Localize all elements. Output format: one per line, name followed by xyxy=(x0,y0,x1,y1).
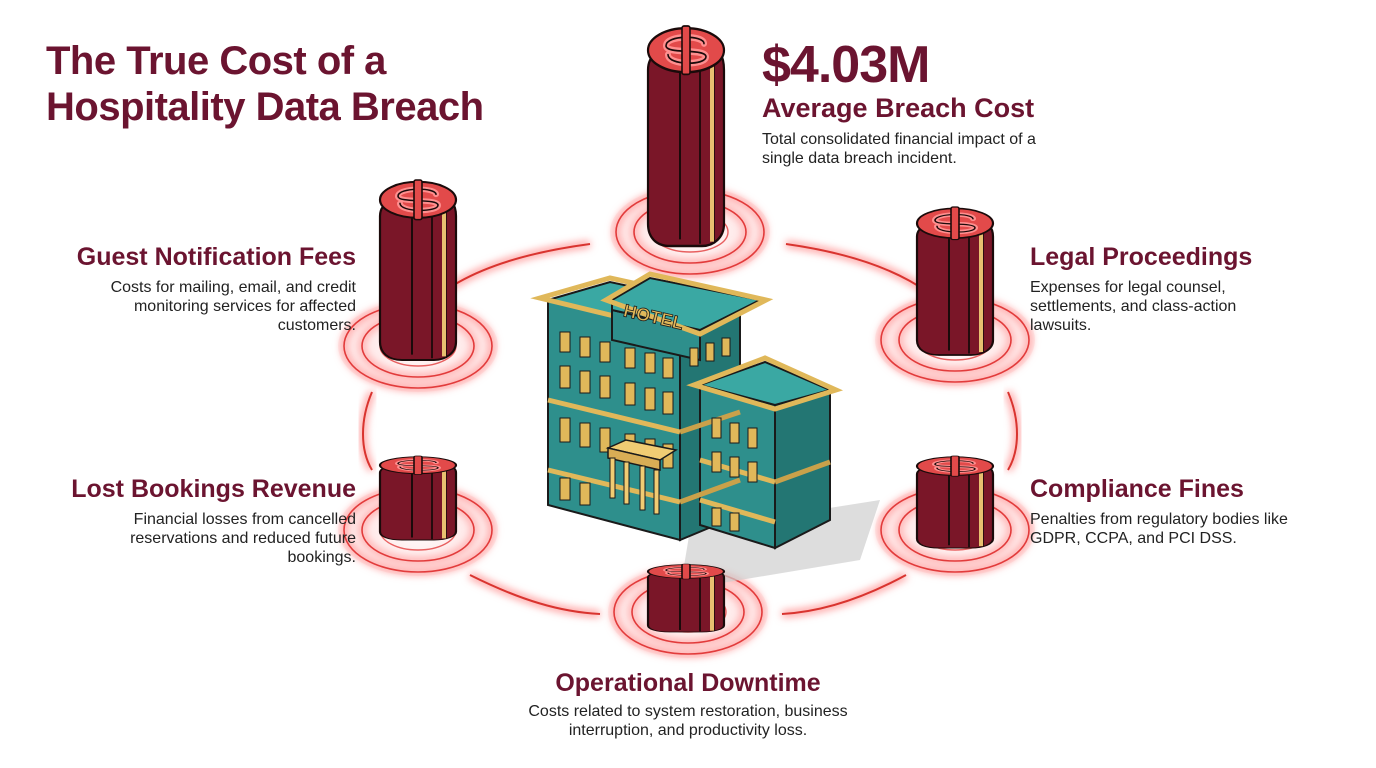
dollar-symbol-icon xyxy=(380,456,456,540)
hotel-building-icon: HOTEL xyxy=(530,271,880,590)
cost-item-operational-downtime: Operational Downtime Costs related to sy… xyxy=(498,668,878,740)
cost-item-description: Expenses for legal counsel, settlements,… xyxy=(1030,279,1237,334)
dollar-symbol-icon xyxy=(917,456,993,548)
page-title: The True Cost of a Hospitality Data Brea… xyxy=(46,39,484,129)
cost-item-description: Costs related to system restoration, bus… xyxy=(528,703,848,739)
average-cost-label: Average Breach Cost xyxy=(762,93,1035,123)
dollar-symbol-icon xyxy=(380,180,456,360)
cost-item-guest-notification: Guest Notification Fees Costs for mailin… xyxy=(60,242,356,335)
cost-item-lost-bookings: Lost Bookings Revenue Financial losses f… xyxy=(60,474,356,567)
cost-item-label: Lost Bookings Revenue xyxy=(71,475,356,503)
center-stat-block: Average Breach Cost Total consolidated f… xyxy=(762,92,1122,168)
average-cost-amount: $4.03M xyxy=(762,36,930,94)
cost-item-label: Operational Downtime xyxy=(555,669,821,697)
cost-item-label: Legal Proceedings xyxy=(1030,243,1253,271)
cost-item-label: Guest Notification Fees xyxy=(76,243,356,271)
cost-item-compliance-fines: Compliance Fines Penalties from regulato… xyxy=(1030,474,1330,548)
dollar-symbol-icon xyxy=(648,564,724,632)
cost-item-description: Costs for mailing, email, and credit mon… xyxy=(110,279,356,334)
cost-item-description: Penalties from regulatory bodies like GD… xyxy=(1030,511,1288,547)
cost-item-description: Financial losses from cancelled reservat… xyxy=(130,511,356,566)
average-cost-description: Total consolidated financial impact of a… xyxy=(762,131,1036,167)
dollar-symbol-icon xyxy=(917,207,993,355)
cost-item-label: Compliance Fines xyxy=(1030,475,1244,503)
cost-item-legal-proceedings: Legal Proceedings Expenses for legal cou… xyxy=(1030,242,1300,335)
dollar-symbol-icon xyxy=(648,26,724,246)
